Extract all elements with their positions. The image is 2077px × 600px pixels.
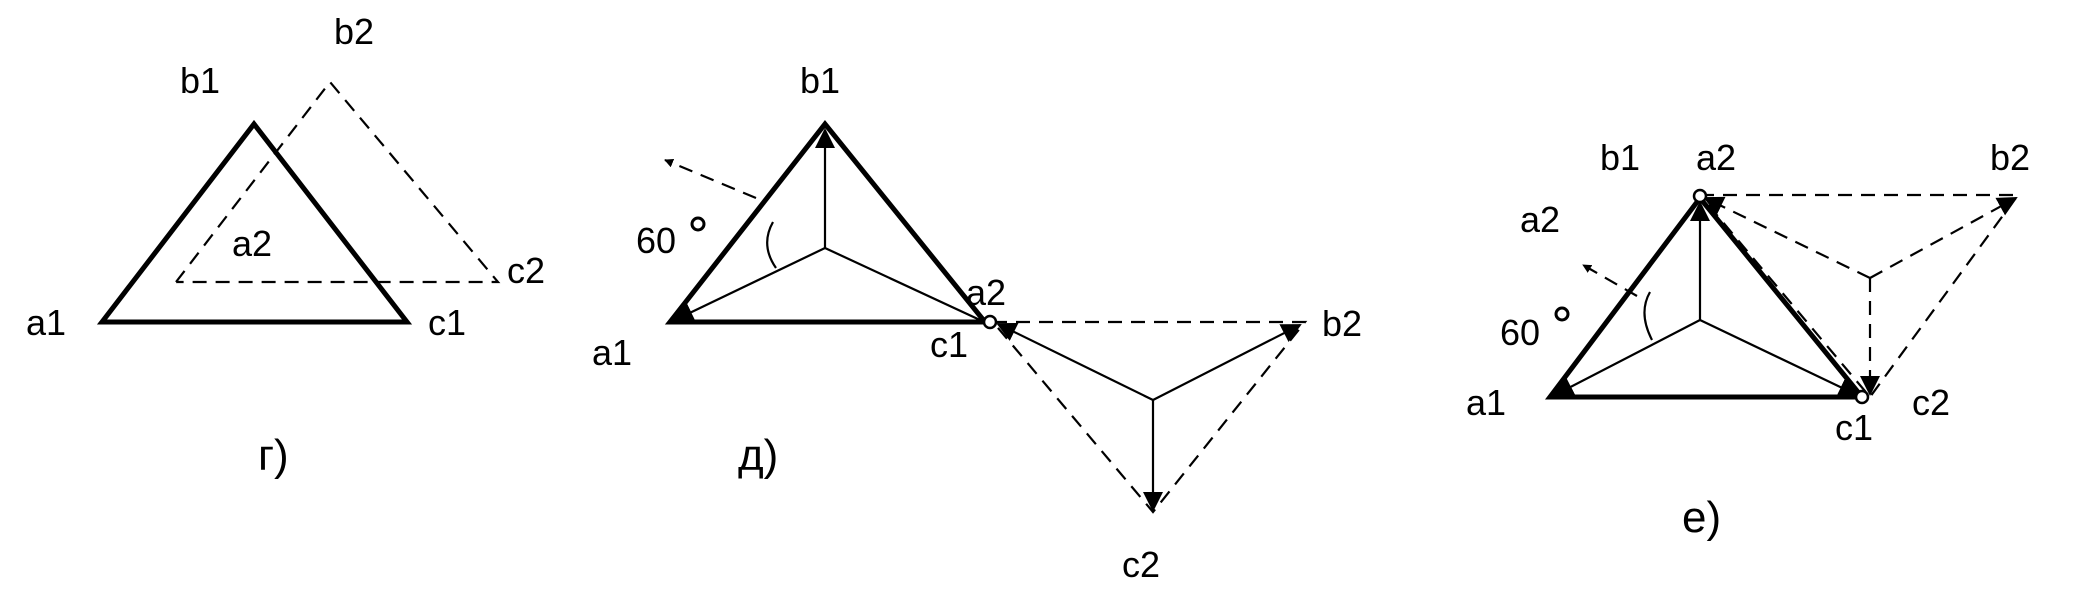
label-a1: a1 — [592, 332, 632, 373]
secondary-star-line-b2 — [1869, 197, 2018, 279]
label-c1: c1 — [930, 324, 968, 365]
label-b1: b1 — [180, 60, 220, 101]
panel-e: a1 b1 c1 a2 a2 b2 c2 60 е) — [1466, 137, 2030, 542]
degree-symbol — [690, 216, 706, 232]
label-a2: a2 — [966, 272, 1006, 313]
star-line-to-c1 — [824, 247, 981, 321]
secondary-triangle-a2b2c2 — [175, 80, 501, 284]
panel-d: a1 b1 c1 a2 b2 c2 60 д) — [592, 60, 1362, 585]
label-a2-duplicate: a2 — [1520, 199, 1560, 240]
degree-symbol — [1554, 306, 1570, 322]
label-c1: c1 — [428, 302, 466, 343]
panel-e-caption: е) — [1682, 493, 1721, 542]
secondary-star-line-b2 — [1152, 324, 1302, 401]
label-c2: c2 — [1912, 382, 1950, 423]
secondary-star-line-a2 — [996, 322, 1154, 401]
rotation-arrow — [1582, 264, 1638, 297]
label-b2: b2 — [334, 11, 374, 52]
c1-junction — [1854, 389, 1870, 405]
label-b2: b2 — [1322, 303, 1362, 344]
a2-junction — [1692, 188, 1708, 204]
star-line-to-c1 — [1699, 319, 1859, 397]
star-line-to-a1 — [673, 247, 826, 322]
angle-arc — [1643, 291, 1653, 341]
label-a2: a2 — [232, 223, 272, 264]
label-b1: b1 — [1600, 137, 1640, 178]
a2-c1-junction — [982, 314, 998, 330]
panel-d-caption: д) — [738, 431, 778, 480]
star-line-to-a1 — [1553, 319, 1701, 396]
label-c2: c2 — [507, 250, 545, 291]
secondary-star-line-a2 — [1703, 196, 1871, 279]
primary-triangle-a1b1c1 — [664, 119, 991, 325]
panel-g: a1 b1 c1 a2 b2 c2 г) — [26, 11, 545, 480]
label-a1: a1 — [26, 302, 66, 343]
rotation-arrow — [664, 158, 757, 200]
angle-label: 60 — [636, 220, 676, 261]
label-b1: b1 — [800, 60, 840, 101]
angle-arc — [766, 221, 777, 269]
label-a2: a2 — [1696, 137, 1736, 178]
panel-g-caption: г) — [258, 431, 289, 480]
secondary-triangle-a2b2c2 — [992, 320, 1308, 514]
secondary-triangle-a2b2c2 — [1699, 193, 2021, 399]
primary-triangle-a1b1c1 — [96, 119, 413, 325]
label-a1: a1 — [1466, 382, 1506, 423]
label-c2: c2 — [1122, 544, 1160, 585]
label-b2: b2 — [1990, 137, 2030, 178]
label-c1: c1 — [1835, 407, 1873, 448]
primary-triangle-a1b1c1 — [1544, 193, 1868, 400]
angle-label: 60 — [1500, 312, 1540, 353]
